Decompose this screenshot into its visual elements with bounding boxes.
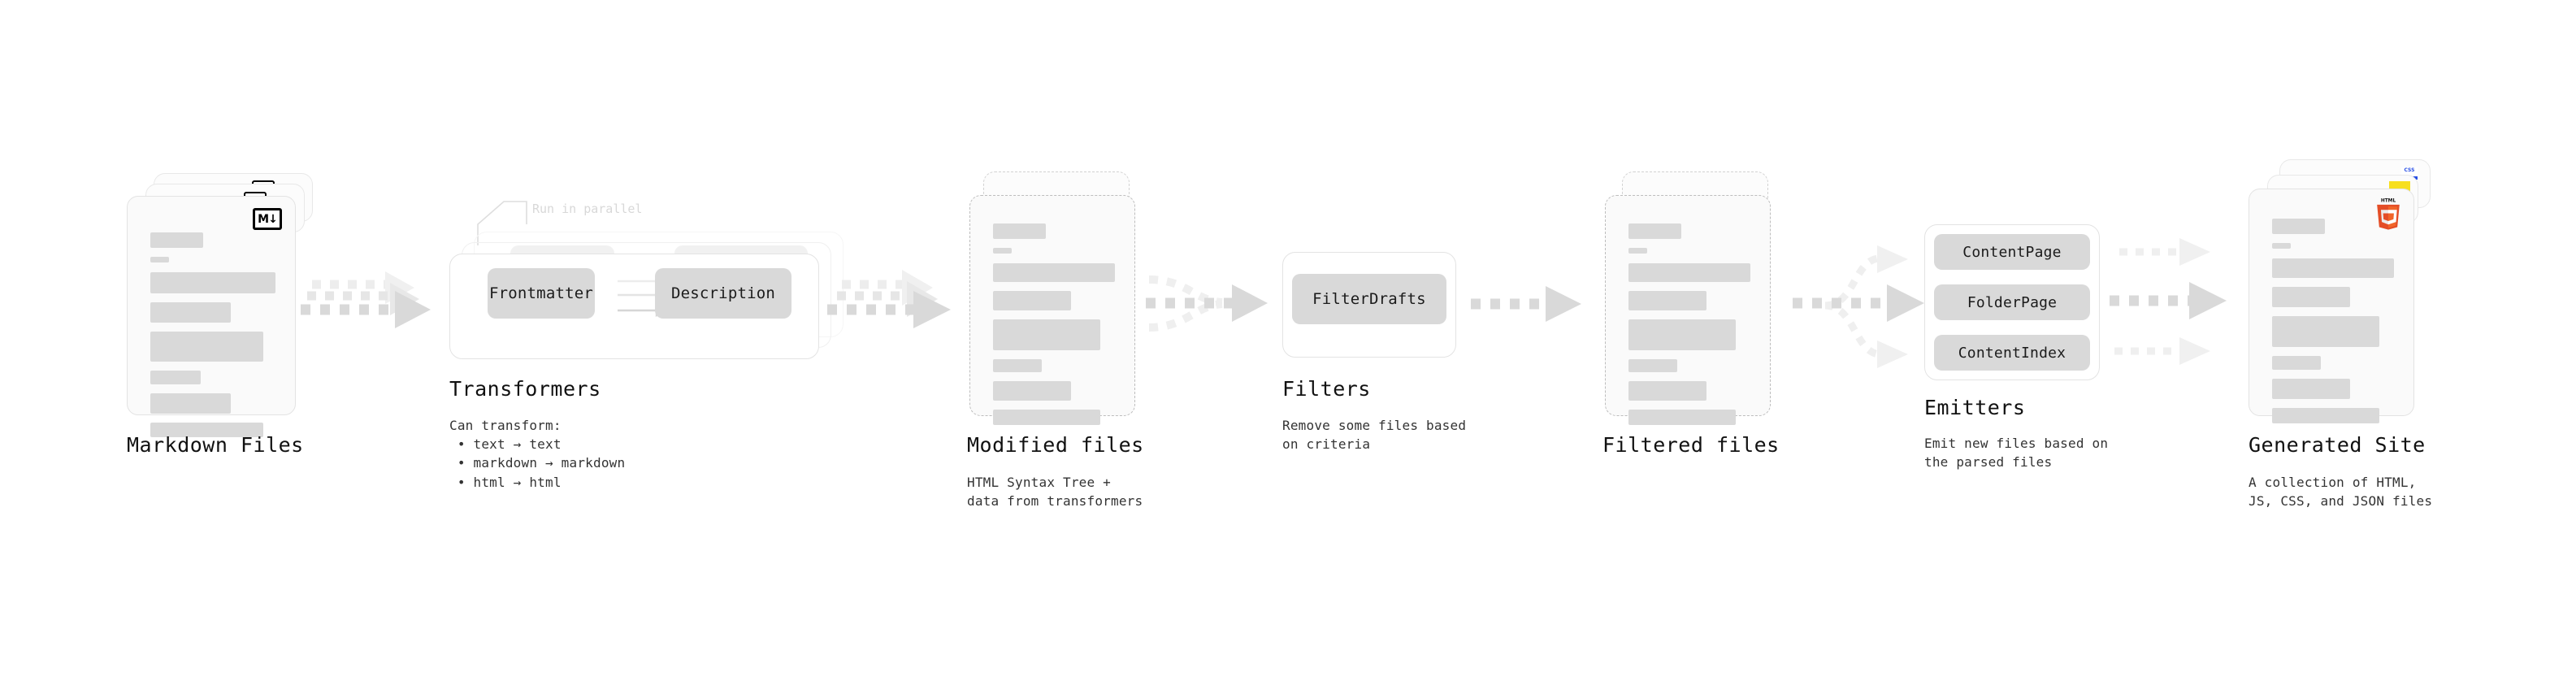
svg-text:HTML: HTML [2381, 199, 2396, 204]
connector-filtered-to-emitters [1793, 245, 1924, 368]
skeleton-bar [2272, 316, 2379, 347]
connector-emitters-to-site [2110, 238, 2227, 365]
stage-subtitle-generated-site: A collection of HTML, JS, CSS, and JSON … [2249, 475, 2433, 510]
parallel-bracket [477, 201, 527, 245]
transformer-pill-description[interactable]: Description [655, 268, 791, 319]
site-card-front: HTML [2249, 189, 2414, 423]
transformer-pill-label: Frontmatter [488, 284, 594, 302]
skeleton-bar [993, 381, 1071, 401]
emitter-pill-folderpage[interactable]: FolderPage [1934, 284, 2090, 320]
markdown-card-skeleton [150, 232, 275, 446]
transformer-pill-frontmatter[interactable]: Frontmatter [488, 268, 595, 319]
markdown-icon: M↓ [253, 208, 282, 230]
parallel-run-label: Run in parallel [532, 202, 643, 216]
skeleton-bar [2272, 219, 2325, 234]
skeleton-bar [993, 359, 1042, 372]
transformer-pill-label: Description [670, 284, 776, 302]
skeleton-bar [1628, 248, 1647, 254]
skeleton-bar [993, 263, 1115, 282]
skeleton-bar [993, 291, 1071, 310]
skeleton-bar [150, 232, 203, 248]
skeleton-bar [150, 332, 263, 362]
skeleton-bar [993, 319, 1100, 350]
stage-subtitle-emitters: Emit new files based on the parsed files [1924, 436, 2109, 471]
emitter-pill-contentindex[interactable]: ContentIndex [1934, 335, 2090, 371]
connector-markdown-to-transformers [301, 271, 431, 328]
skeleton-bar [2272, 356, 2321, 370]
skeleton-bar [150, 371, 201, 384]
stage-subtitle-transformers: Can transform: • text → text • markdown … [449, 418, 626, 490]
filtered-card-skeleton [1628, 223, 1750, 434]
connector-modified-to-filters [1146, 275, 1268, 332]
html5-icon: HTML [2377, 199, 2400, 230]
stage-title-filters: Filters [1282, 377, 1371, 401]
filtered-card-front [1605, 195, 1771, 425]
modified-card-front [969, 195, 1135, 425]
skeleton-bar [150, 257, 169, 262]
skeleton-bar [150, 302, 231, 323]
skeleton-bar [2272, 258, 2394, 278]
skeleton-bar [1628, 381, 1706, 401]
skeleton-bar [2272, 408, 2379, 423]
skeleton-bar [993, 248, 1012, 254]
skeleton-bar [1628, 223, 1681, 239]
skeleton-bar [1628, 359, 1677, 372]
stage-title-modified-files: Modified files [967, 433, 1144, 457]
connector-transformers-to-modified [827, 270, 951, 328]
markdown-card-front: M↓ [127, 196, 296, 437]
stage-title-filtered-files: Filtered files [1602, 433, 1780, 457]
emitter-pill-contentpage[interactable]: ContentPage [1934, 234, 2090, 270]
stage-title-transformers: Transformers [449, 377, 601, 401]
skeleton-bar [993, 223, 1046, 239]
stage-title-emitters: Emitters [1924, 396, 2026, 419]
emitter-pill-label: ContentIndex [1958, 344, 2066, 362]
stage-title-markdown-files: Markdown Files [127, 433, 304, 457]
skeleton-bar [2272, 243, 2291, 249]
filter-pill-label: FilterDrafts [1312, 290, 1426, 308]
skeleton-bar [2272, 379, 2350, 399]
skeleton-bar [150, 272, 275, 293]
skeleton-bar [150, 393, 231, 414]
stage-title-generated-site: Generated Site [2249, 433, 2426, 457]
stage-subtitle-filters: Remove some files based on criteria [1282, 418, 1467, 453]
modified-card-skeleton [993, 223, 1115, 434]
skeleton-bar [1628, 319, 1736, 350]
skeleton-bar [2272, 287, 2350, 307]
emitter-pill-label: ContentPage [1962, 243, 2062, 261]
stage-subtitle-modified-files: HTML Syntax Tree + data from transformer… [967, 475, 1143, 510]
site-card-skeleton [2272, 219, 2394, 432]
emitter-pill-label: FolderPage [1967, 293, 2058, 311]
skeleton-bar [993, 410, 1100, 425]
skeleton-bar [1628, 410, 1736, 425]
skeleton-bar [1628, 263, 1750, 282]
filter-pill-filterdrafts[interactable]: FilterDrafts [1292, 274, 1446, 324]
skeleton-bar [150, 423, 263, 437]
skeleton-bar [1628, 291, 1706, 310]
connector-filters-to-filtered [1471, 286, 1581, 322]
